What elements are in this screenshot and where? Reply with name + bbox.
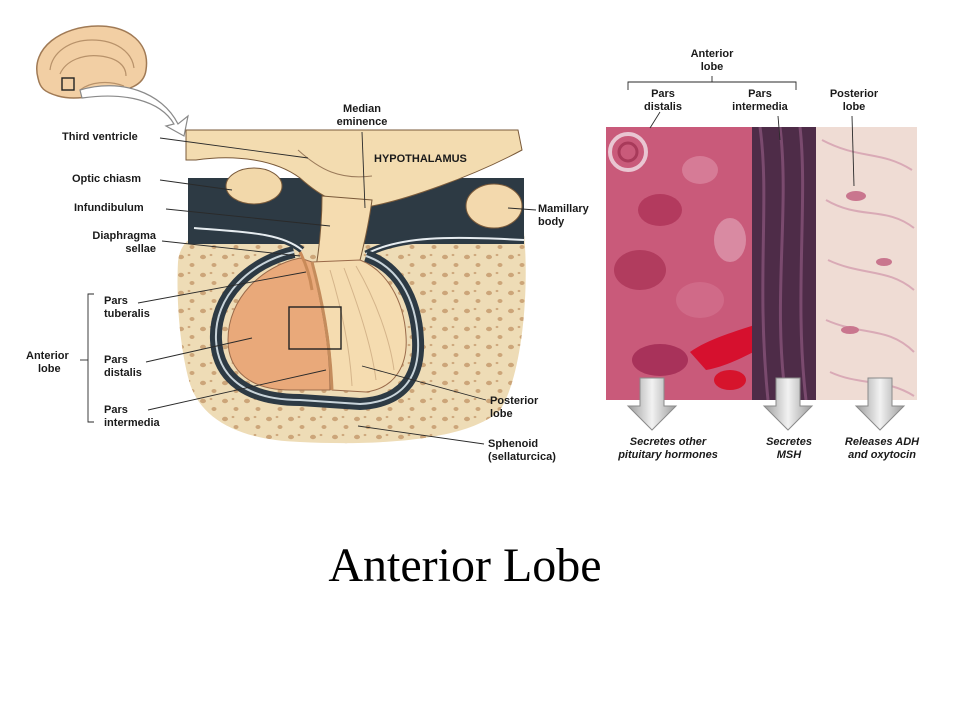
label-mamillary-line2: body [538,216,565,228]
label-pars-intermedia-line1: Pars [104,404,128,416]
leader-lines [80,131,537,445]
hist-label-pars-distalis: Pars distalis [628,88,698,114]
label-third-ventricle: Third ventricle [62,131,138,143]
histology-region-box [288,306,342,350]
label-anterior-lobe-line2: lobe [38,363,61,375]
hist-anterior-line1: Anterior [690,48,734,60]
optic-chiasm-shape [225,167,283,205]
label-posterior-lobe-line2: lobe [490,408,513,420]
hist-posterior-line2: lobe [842,101,866,113]
hist-anterior-line2: lobe [700,61,724,73]
caption-posterior-line1: Releases ADH [844,436,920,448]
label-pars-tuberalis: Pars tuberalis [104,295,150,321]
inset-arrow [79,85,189,137]
histology-leaders [627,76,855,187]
label-median-eminence-line2: eminence [336,116,388,128]
caption-posterior-line2: and oxytocin [848,449,916,461]
hist-distalis-line1: Pars [651,88,675,100]
label-mamillary-line1: Mamillary [538,203,589,215]
label-mamillary-body: Mamillary body [538,203,589,229]
caption-distalis-line1: Secretes other [629,436,707,448]
caption-posterior: Releases ADH and oxytocin [834,436,930,462]
label-sphenoid-line1: Sphenoid [488,438,539,450]
histology-image [606,127,917,400]
label-pars-distalis-line2: distalis [104,367,142,379]
hist-posterior-line1: Posterior [829,88,879,100]
label-infundibulum: Infundibulum [74,202,144,214]
label-diaphragma-sellae: Diaphragma sellae [76,230,156,256]
label-sphenoid-line2: (sellaturcica) [488,451,556,463]
hist-intermedia-line1: Pars [748,88,772,100]
caption-intermedia: Secretes MSH [756,436,822,462]
label-pars-intermedia: Pars intermedia [104,404,160,430]
label-diaphragma-line2: sellae [125,243,156,255]
label-sphenoid: Sphenoid (sellaturcica) [488,438,556,464]
label-median-eminence: Median eminence [330,103,394,129]
pituitary-diagram [177,129,526,444]
hist-label-pars-intermedia: Pars intermedia [720,88,800,114]
hist-distalis-line2: distalis [644,101,682,113]
secretion-arrows [626,377,906,431]
label-pars-tuberalis-line1: Pars [104,295,128,307]
caption-distalis-line2: pituitary hormones [618,449,718,461]
label-posterior-lobe-line1: Posterior [490,395,539,407]
label-median-eminence-line1: Median [343,103,381,115]
label-posterior-lobe: Posterior lobe [490,395,538,421]
caption-intermedia-line2: MSH [776,449,802,461]
label-pars-intermedia-line2: intermedia [104,417,160,429]
hist-intermedia-line2: intermedia [732,101,788,113]
label-anterior-lobe-line1: Anterior [26,350,69,362]
label-diaphragma-line1: Diaphragma [92,230,156,242]
caption-distalis: Secretes other pituitary hormones [604,436,732,462]
hist-label-posterior-lobe: Posterior lobe [822,88,886,114]
label-anterior-lobe: Anterior lobe [26,350,69,376]
label-pars-tuberalis-line2: tuberalis [104,308,150,320]
label-pars-distalis: Pars distalis [104,354,142,380]
label-optic-chiasm: Optic chiasm [72,173,142,185]
brain-inset [36,25,148,99]
caption-intermedia-line1: Secretes [766,436,812,448]
slide-title: Anterior Lobe [328,539,602,592]
mamillary-body-shape [465,183,523,229]
label-pars-distalis-line1: Pars [104,354,128,366]
hist-label-anterior-lobe: Anterior lobe [682,48,742,74]
label-hypothalamus: HYPOTHALAMUS [374,153,467,165]
